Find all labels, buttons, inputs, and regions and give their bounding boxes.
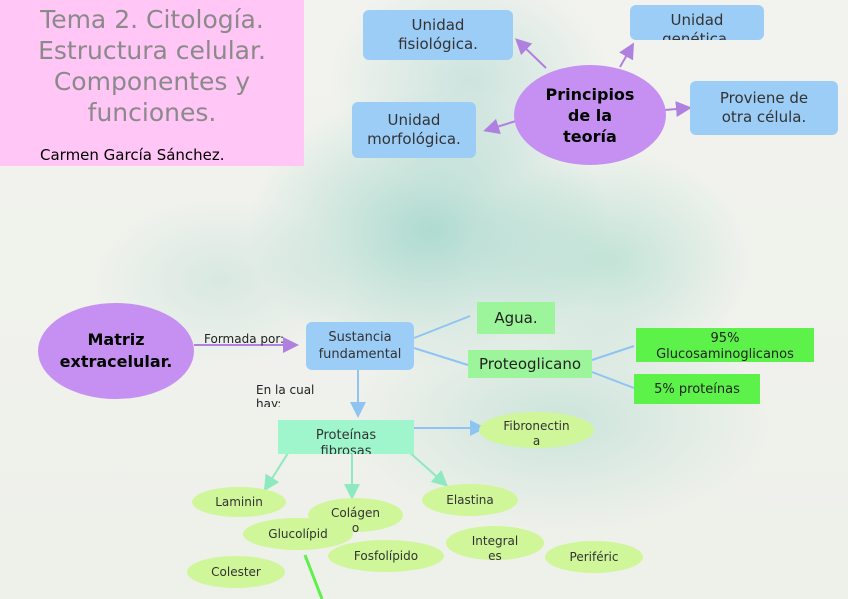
node-proteinas-fibrosas[interactable]: Proteínas fibrosas [278, 420, 414, 454]
node-integral[interactable]: Integral es [446, 526, 544, 560]
label-formada-por: Formada por: [204, 332, 285, 346]
node-unidad-genetica[interactable]: Unidad genética. [630, 5, 764, 40]
line-to-glucosaminoglicanos [591, 345, 635, 361]
arrow-to-proviene [664, 101, 692, 118]
node-agua[interactable]: Agua. [477, 302, 555, 334]
node-glucosaminoglicanos[interactable]: 95% Glucosaminoglicanos [636, 328, 814, 362]
node-sustancia-fundamental[interactable]: Sustancia fundamental [306, 322, 414, 370]
node-unidad-fisiologica[interactable]: Unidad fisiológica. [363, 10, 513, 60]
line-to-agua [413, 315, 471, 339]
node-glucolipid[interactable]: Glucolípid [243, 518, 353, 550]
arrow-to-morfologica [483, 118, 517, 135]
node-elastina[interactable]: Elastina [422, 484, 518, 516]
node-matriz-extracelular[interactable]: Matriz extracelular. [38, 303, 194, 399]
node-fibronectina[interactable]: Fibronectin a [479, 412, 594, 448]
label-en-la-cual-hay: En la cual hay: [256, 383, 315, 407]
node-laminin[interactable]: Laminin [192, 487, 286, 517]
arrow-to-genetica [619, 42, 634, 68]
title-box: Tema 2. Citología. Estructura celular. C… [0, 0, 304, 166]
node-periferic[interactable]: Periféric [545, 541, 643, 573]
line-to-proteinas-pct [591, 371, 635, 389]
node-proviene-de-otra-celula[interactable]: Proviene de otra célula. [690, 81, 838, 135]
arrow-to-laminin [263, 452, 289, 492]
arrow-to-fisiologica [515, 38, 547, 69]
author-name: Carmen García Sánchez. [40, 146, 225, 164]
node-fosfolipido[interactable]: Fosfolípido [328, 540, 444, 572]
line-bottom-green [303, 554, 324, 599]
page-title: Tema 2. Citología. Estructura celular. C… [38, 5, 266, 127]
node-unidad-morfologica[interactable]: Unidad morfológica. [352, 102, 476, 158]
arrow-to-elastina [407, 450, 448, 487]
node-proteinas-pct[interactable]: 5% proteínas [634, 374, 760, 404]
node-proteoglicano[interactable]: Proteoglicano [468, 350, 592, 378]
node-principios-de-la-teoria[interactable]: Principios de la teoría [514, 65, 666, 165]
line-to-proteoglicano [413, 347, 469, 366]
node-colester[interactable]: Colester [187, 556, 285, 588]
